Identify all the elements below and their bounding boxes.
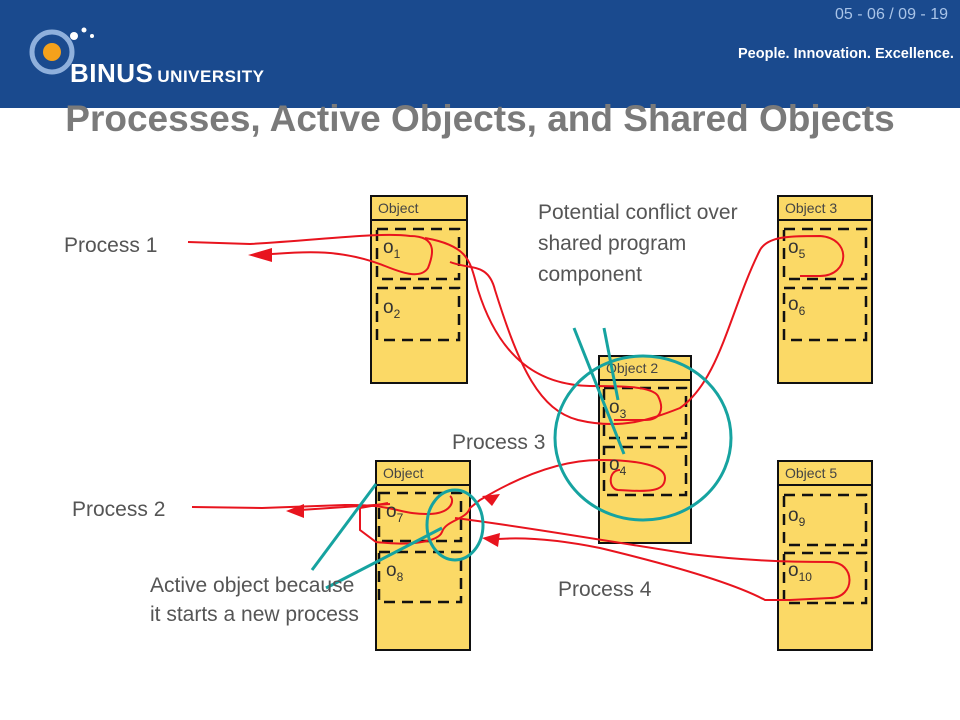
component-o10: o10	[788, 560, 812, 584]
process-4-label: Process 4	[558, 578, 652, 601]
active-pointer-2	[325, 526, 443, 590]
arrow-p1-head	[248, 248, 272, 262]
object-5-box: Object 5	[777, 460, 873, 651]
process-1-label: Process 1	[64, 234, 158, 257]
component-o8: o8	[386, 560, 404, 584]
component-o6: o6	[788, 294, 806, 318]
component-box-o6	[782, 286, 868, 342]
component-box-o2	[375, 286, 461, 342]
active-object-label: Active object because it starts a new pr…	[150, 574, 359, 626]
component-o7: o7	[386, 501, 404, 525]
process-paths	[187, 233, 851, 601]
process-2-path	[191, 495, 454, 516]
component-o1: o1	[383, 237, 401, 261]
arrow-p2-head	[286, 504, 304, 518]
component-box-o8	[377, 550, 463, 604]
binus-logo-icon	[29, 27, 94, 75]
process-3-path	[449, 234, 845, 426]
component-box-o10	[782, 551, 868, 605]
component-o9: o9	[788, 505, 806, 529]
conflict-label: Potential conflict over shared program c…	[538, 201, 738, 286]
shared-component-ellipse	[553, 354, 733, 522]
component-o5: o5	[788, 237, 806, 261]
conflict-pointer-2	[602, 327, 620, 401]
process-4-path	[454, 517, 851, 601]
component-box-o1	[375, 227, 461, 281]
process-2-label: Process 2	[72, 498, 166, 521]
process-1-path	[187, 233, 434, 276]
object-1-title: Object	[378, 200, 419, 216]
component-o4: o4	[609, 454, 627, 478]
object-2-title: Object 2	[606, 360, 659, 376]
conflict-pointer-1	[572, 327, 626, 455]
object-3-title: Object 3	[785, 200, 838, 216]
process-2-left-arrow-path	[299, 503, 391, 511]
arrow-p4-head	[482, 533, 500, 547]
arrowheads	[248, 248, 500, 547]
component-o2: o2	[383, 297, 401, 321]
slide-date: 05 - 06 / 09 - 19	[835, 6, 948, 23]
process-1-branch-path	[424, 237, 663, 421]
component-box-o3	[602, 386, 688, 440]
active-pointer-1	[310, 483, 378, 571]
tagline: People. Innovation. Excellence.	[738, 46, 954, 62]
active-object-ellipse	[425, 488, 485, 562]
component-box-o9	[782, 493, 868, 547]
slide-title: Processes, Active Objects, and Shared Ob…	[65, 98, 895, 139]
component-box-o5	[782, 227, 868, 281]
component-o3: o3	[609, 397, 627, 421]
highlight-shapes	[310, 327, 733, 590]
process-3-label: Process 3	[452, 431, 546, 454]
component-box-o4	[602, 445, 688, 497]
object-4-title: Object	[383, 465, 424, 481]
arrow-o4-head	[482, 494, 500, 506]
object-5-title: Object 5	[785, 465, 838, 481]
object-3-box: Object 3	[777, 195, 873, 384]
process-2-return-path	[359, 458, 667, 545]
object-1-box: Object	[370, 195, 468, 384]
